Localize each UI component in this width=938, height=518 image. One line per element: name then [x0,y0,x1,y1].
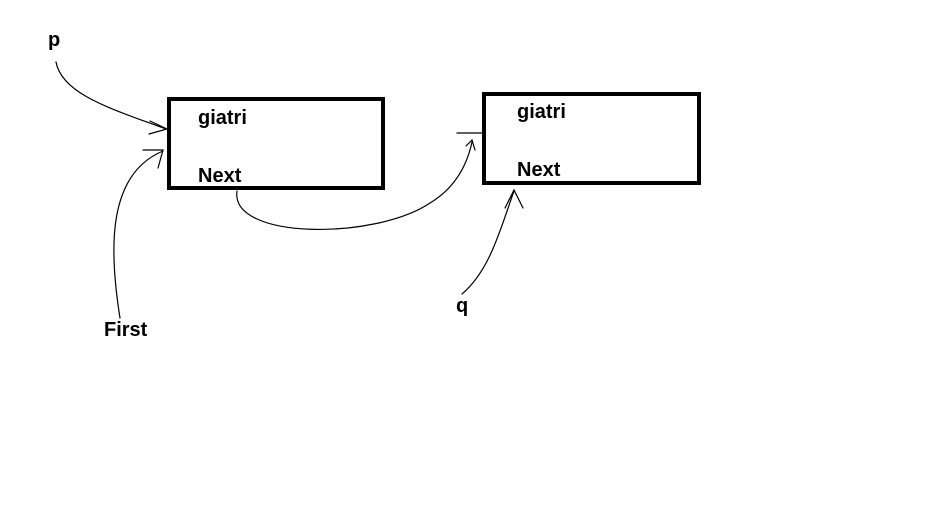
q-pointer-arrowhead [504,188,524,209]
pointer-q-label: q [456,295,469,317]
node-1-data-field: giatri [198,107,247,129]
pointer-p-label: p [48,29,61,51]
node-1-next-field: Next [198,165,242,187]
next-link-arrowhead [465,138,476,151]
node-2-data-field: giatri [517,101,566,123]
p-pointer-arrow [55,61,167,130]
node-2-next-field: Next [517,159,561,181]
p-pointer-arrowhead [148,120,169,135]
first-pointer-arrow [113,150,164,319]
list-node-1 [167,97,385,190]
next-link-arrow [236,141,473,231]
list-node-2 [482,92,701,185]
pointer-first-label: First [104,319,148,341]
first-pointer-arrowhead [142,149,164,169]
q-pointer-arrow [461,190,515,295]
